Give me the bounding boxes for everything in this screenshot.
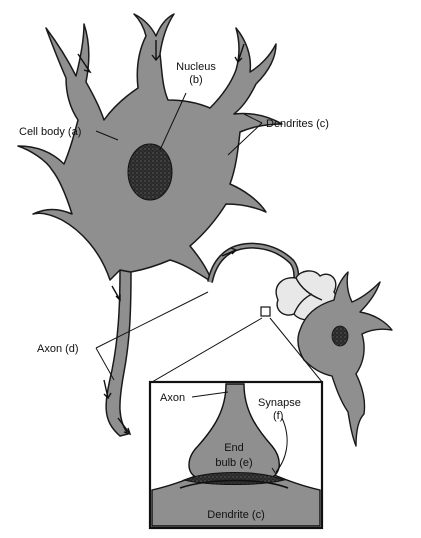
label-bulb: bulb (e) <box>215 457 252 469</box>
label-axon: Axon (d) <box>37 343 79 355</box>
second-neuron <box>297 271 393 447</box>
label-inset-axon: Axon <box>160 392 185 404</box>
label-synapse: Synapse <box>258 397 301 409</box>
second-nucleus <box>331 325 349 347</box>
label-cell-body: Cell body (a) <box>19 126 81 138</box>
label-end: End <box>224 442 244 454</box>
label-inset-dendrite: Dendrite (c) <box>207 509 264 521</box>
leader-lines <box>95 92 323 383</box>
flow-arrows <box>77 40 245 436</box>
synapse-marker <box>260 306 271 317</box>
label-nucleus-letter: (b) <box>189 74 202 86</box>
label-synapse-letter: (f) <box>273 410 283 422</box>
label-nucleus: Nucleus <box>176 61 216 73</box>
synaptic-cleft <box>179 479 289 489</box>
main-neuron <box>17 13 283 437</box>
nucleus <box>127 143 173 201</box>
synapse-inset <box>148 380 324 530</box>
main-axon <box>105 269 132 437</box>
label-dendrites: Dendrites (c) <box>266 118 329 130</box>
